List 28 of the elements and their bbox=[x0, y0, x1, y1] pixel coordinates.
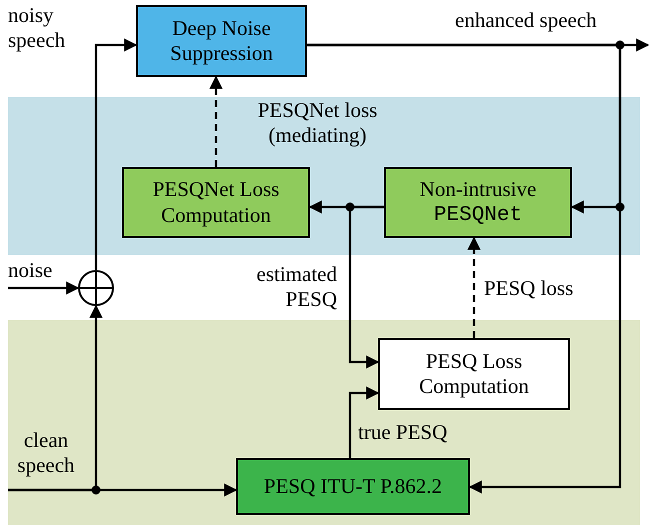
summation-circle bbox=[78, 270, 114, 306]
process-box bbox=[236, 458, 470, 515]
node-text: PESQNet bbox=[434, 202, 522, 228]
arrow bbox=[209, 76, 223, 167]
arrow bbox=[8, 483, 238, 497]
node-text: PESQ Loss Computation bbox=[418, 348, 530, 400]
edge-label: PESQNet loss (mediating) bbox=[256, 98, 378, 148]
process-box bbox=[378, 338, 570, 410]
edge-label: clean speech bbox=[16, 428, 76, 478]
edge-label: noise bbox=[8, 258, 52, 284]
arrow bbox=[348, 386, 380, 458]
edge-label: true PESQ bbox=[358, 420, 448, 446]
edge-label: enhanced speech bbox=[455, 8, 597, 34]
edge-label: estimated PESQ bbox=[256, 262, 337, 312]
arrow bbox=[467, 236, 481, 338]
arrow bbox=[348, 206, 384, 369]
node-text: Deep Noise Suppression bbox=[169, 16, 274, 66]
process-box bbox=[384, 167, 572, 238]
process-box bbox=[136, 5, 307, 77]
arrow bbox=[307, 44, 622, 494]
process-box bbox=[122, 167, 310, 238]
node-text: PESQNet Loss Computation bbox=[152, 177, 280, 228]
edge-label: noisy speech bbox=[8, 3, 66, 54]
arrow bbox=[94, 38, 138, 270]
node-text: PESQ ITU-T P.862.2 bbox=[264, 474, 442, 500]
node-text: Non-intrusive bbox=[420, 177, 536, 202]
edge-label: PESQ loss bbox=[484, 276, 574, 302]
arrow bbox=[8, 281, 80, 295]
